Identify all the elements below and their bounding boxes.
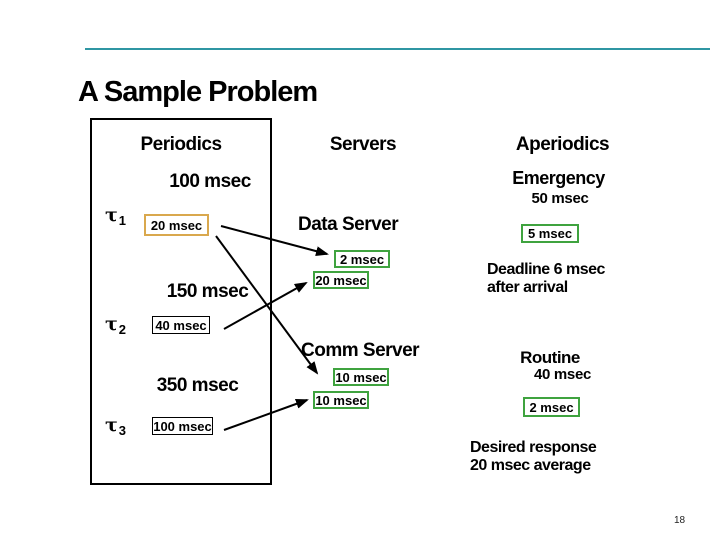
- task1-symbol: τ1: [105, 204, 127, 229]
- routine-exec-box: 2 msec: [523, 397, 580, 417]
- note-line-1: Desired response: [470, 439, 597, 456]
- page-number: 18: [674, 515, 686, 526]
- column-heading-periodics: Periodics: [140, 134, 222, 155]
- arrow-task3-to-comm-server: [223, 399, 309, 431]
- task3-period: 350 msec: [156, 375, 239, 396]
- comm-server-budget-box-1: 10 msec: [333, 368, 389, 386]
- task2-period: 150 msec: [166, 281, 249, 302]
- tau-glyph: τ: [105, 313, 118, 335]
- task2-exec-box: 40 msec: [152, 316, 210, 334]
- routine-label: Routine: [520, 348, 580, 367]
- task3-exec-box: 100 msec: [152, 417, 213, 435]
- data-server-budget-box-1: 2 msec: [334, 250, 390, 268]
- data-server-label: Data Server: [298, 214, 399, 235]
- emergency-period: 50 msec: [531, 190, 589, 207]
- column-heading-aperiodics: Aperiodics: [515, 134, 610, 155]
- task3-symbol: τ3: [105, 414, 127, 439]
- task1-period: 100 msec: [169, 171, 251, 192]
- routine-response-note: Desired response 20 msec average: [470, 439, 597, 475]
- comm-server-budget-box-2: 10 msec: [313, 391, 369, 409]
- routine-period: 40 msec: [533, 366, 592, 383]
- emergency-label: Emergency: [512, 168, 605, 188]
- emergency-deadline-note: Deadline 6 msec after arrival: [487, 261, 605, 297]
- tau-subscript: 2: [118, 322, 127, 337]
- note-line-2: after arrival: [487, 279, 568, 296]
- comm-server-label: Comm Server: [301, 340, 420, 361]
- note-line-2: 20 msec average: [470, 457, 591, 474]
- page-title: A Sample Problem: [78, 76, 318, 108]
- tau-subscript: 1: [118, 213, 127, 228]
- tau-glyph: τ: [105, 204, 118, 226]
- task2-symbol: τ2: [105, 313, 127, 338]
- column-heading-servers: Servers: [329, 134, 397, 155]
- tau-subscript: 3: [118, 423, 127, 438]
- arrow-task2-to-data-server: [223, 282, 308, 330]
- arrow-task1-to-data-server: [220, 225, 329, 257]
- tau-glyph: τ: [105, 414, 118, 436]
- task1-exec-box: 20 msec: [144, 214, 209, 236]
- accent-rule: [85, 48, 710, 50]
- data-server-budget-box-2: 20 msec: [313, 271, 369, 289]
- emergency-exec-box: 5 msec: [521, 224, 579, 243]
- note-line-1: Deadline 6 msec: [487, 261, 605, 278]
